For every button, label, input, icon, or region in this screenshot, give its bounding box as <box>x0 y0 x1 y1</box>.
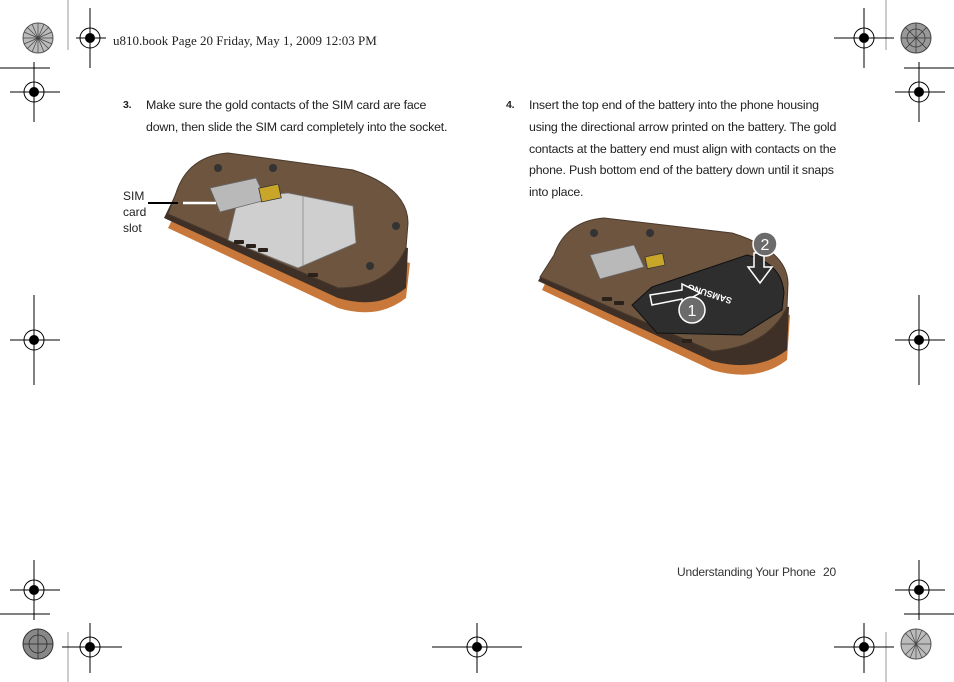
registration-target-icon <box>76 8 106 68</box>
step-badge-1 <box>678 296 706 324</box>
registration-target-icon <box>834 8 894 68</box>
callout-line: SIM <box>123 189 145 203</box>
phone-battery-illustration: SAMSUNG 1 2 <box>538 217 790 375</box>
callout-line: slot <box>123 221 142 235</box>
registration-target-icon <box>895 295 945 385</box>
sim-card-slot-callout: SIM card slot <box>123 188 146 236</box>
step-4: 4. Insert the top end of the battery int… <box>506 95 846 204</box>
step-number: 4. <box>506 99 515 111</box>
step-line: Insert the top end of the battery into t… <box>529 98 819 112</box>
registration-target-icon <box>10 560 60 620</box>
registration-target-icon <box>10 62 60 122</box>
starburst-mark-bottom-left <box>22 628 54 660</box>
starburst-mark-top-right <box>900 22 932 54</box>
registration-target-icon <box>895 560 945 620</box>
badge-2-label: 2 <box>761 237 770 254</box>
step-line: Make sure the gold contacts of the SIM c… <box>146 98 427 112</box>
step-line: down, then slide the SIM card completely… <box>146 119 448 134</box>
registration-target-icon <box>895 62 945 122</box>
step-line: into place. <box>529 185 584 200</box>
registration-target-icon <box>834 623 894 673</box>
badge-1-label: 1 <box>688 303 697 320</box>
footer-section-title: Understanding Your Phone <box>677 565 816 579</box>
page-number: 20 <box>823 565 836 579</box>
step-line: contacts at the battery end must align w… <box>529 141 837 156</box>
registration-target-icon <box>10 295 60 385</box>
step-line: phone. Push bottom end of the battery do… <box>529 163 834 178</box>
step-badge-2 <box>752 231 778 257</box>
starburst-mark-top-left <box>22 22 54 54</box>
step-3: 3. Make sure the gold contacts of the SI… <box>123 95 463 139</box>
registration-target-icon <box>432 623 522 673</box>
starburst-mark-bottom-right <box>900 628 932 660</box>
print-slug: u810.book Page 20 Friday, May 1, 2009 12… <box>113 33 377 48</box>
step-number: 3. <box>123 99 132 111</box>
callout-line: card <box>123 205 147 219</box>
phone-sim-illustration <box>148 152 410 313</box>
step-line: using the directional arrow printed on t… <box>529 119 837 134</box>
registration-target-icon <box>62 623 122 673</box>
